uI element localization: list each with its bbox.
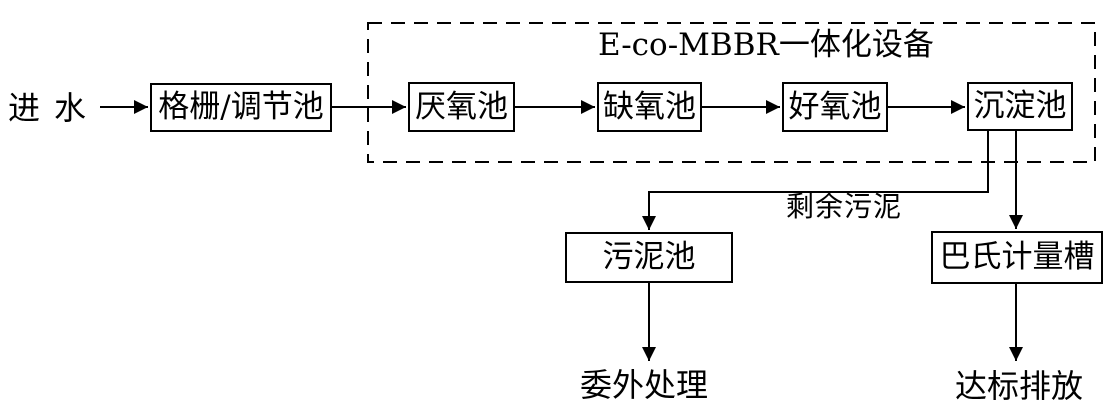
node-anoxic-tank: 缺氧池 [597,82,702,132]
node-aerobic-tank: 好氧池 [782,82,888,132]
mbbr-unit-title: E-co-MBBR一体化设备 [598,27,934,63]
node-screen-regulation-tank: 格栅/调节池 [150,83,332,132]
arrow-sedimentation-to-sludge [642,131,989,230]
node-anaerobic-tank: 厌氧池 [408,82,515,132]
influent-label: 进水 [8,89,101,127]
mbbr-unit-dashed-frame [367,22,1096,163]
excess-sludge-label: 剩余污泥 [786,190,903,223]
node-sludge-tank: 污泥池 [565,232,733,283]
outsourced-treatment-label: 委外处理 [580,366,709,404]
node-parshall-flume: 巴氏计量槽 [931,231,1103,284]
node-sedimentation-tank: 沉淀池 [967,82,1073,131]
discharge-label: 达标排放 [955,367,1084,405]
